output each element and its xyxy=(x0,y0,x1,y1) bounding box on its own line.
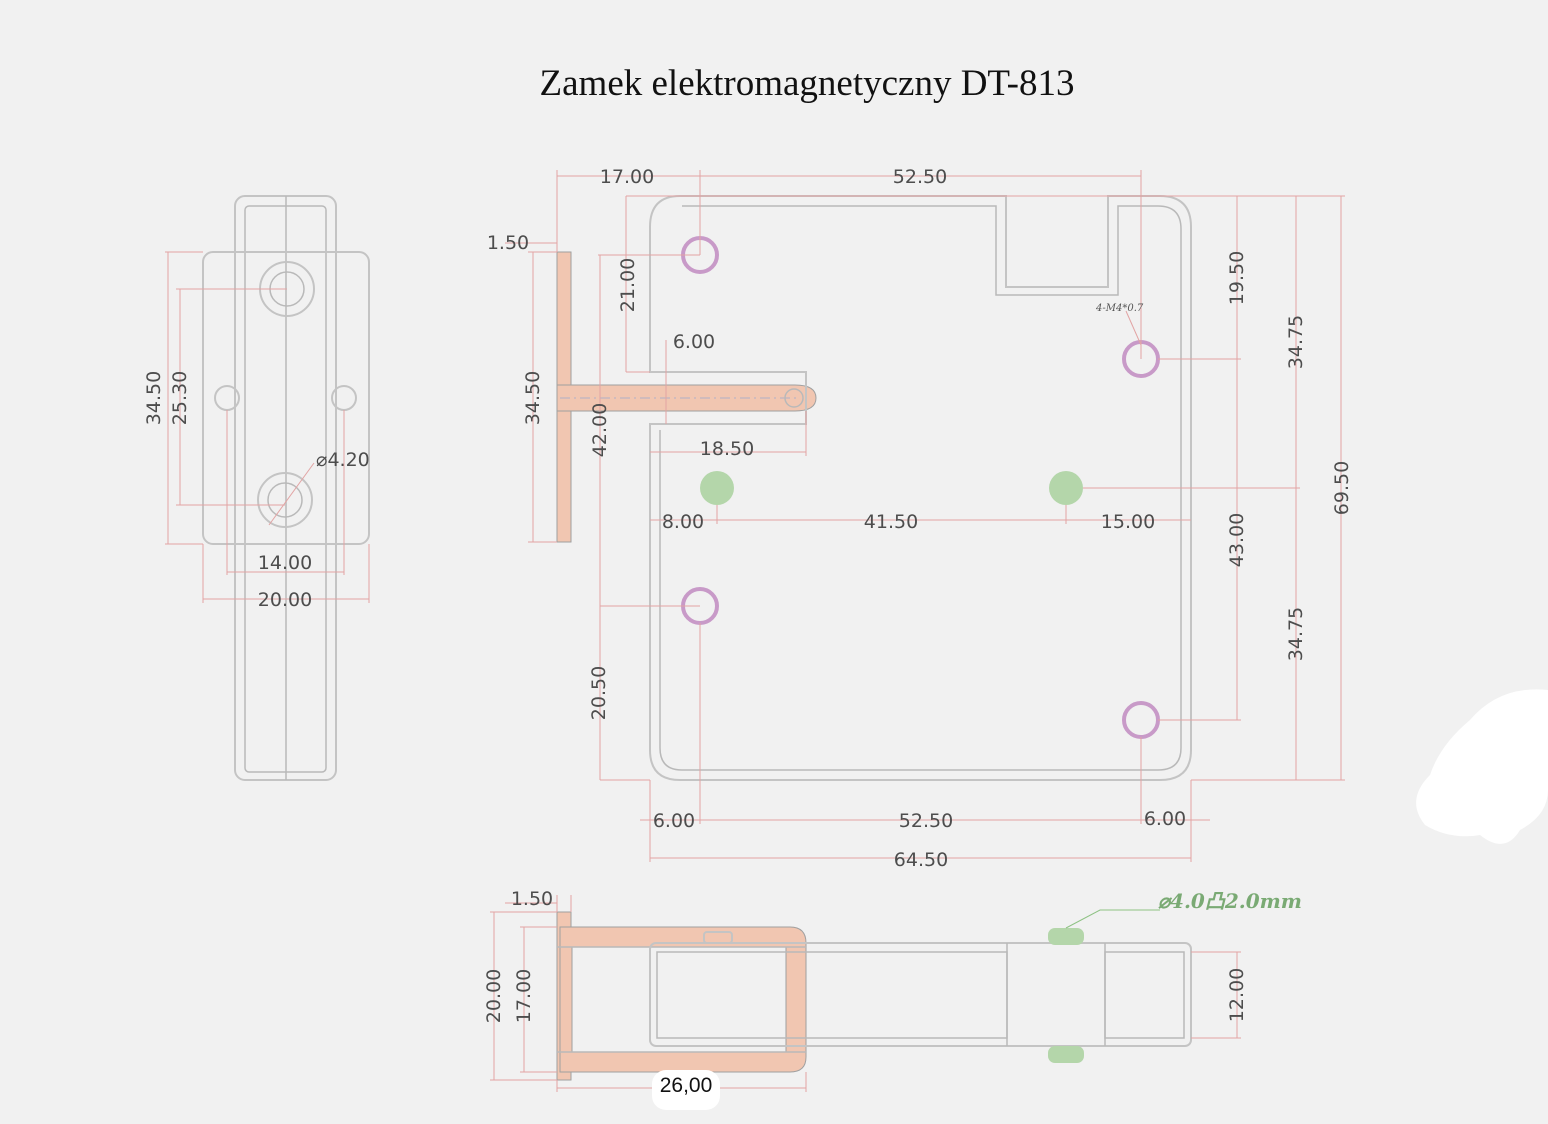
front-dim-top-left: 17.00 xyxy=(600,166,654,188)
front-thread-callout: 4-M4*0.7 xyxy=(1095,303,1144,314)
front-dim-bottom-right: 6.00 xyxy=(1144,808,1186,830)
bottom-view-peg-top xyxy=(1048,928,1084,945)
bottom-dim-inner-height: 17.00 xyxy=(513,969,535,1023)
front-dim-hole-left-bottom: 20.50 xyxy=(588,666,610,720)
bottom-view-peg-bottom xyxy=(1048,1046,1084,1063)
front-dim-bottom-left: 6.00 xyxy=(653,810,695,832)
side-dim-height: 34.50 xyxy=(143,371,165,425)
front-dim-flange-height: 34.50 xyxy=(522,371,544,425)
front-dim-bolt-top: 21.00 xyxy=(617,258,639,312)
front-dim-bolt-height: 6.00 xyxy=(673,331,715,353)
side-dim-diameter: ⌀4.20 xyxy=(316,449,370,471)
front-dim-peg-left: 8.00 xyxy=(662,511,704,533)
bottom-view-bolt-frame xyxy=(559,926,807,1073)
drawing-title: Zamek elektromagnetyczny DT-813 xyxy=(539,63,1075,104)
bottom-dim-body-height: 12.00 xyxy=(1226,968,1248,1022)
front-dim-half-height-bottom: 34.75 xyxy=(1285,607,1307,661)
side-dim-hole-pitch: 25.30 xyxy=(169,371,191,425)
bottom-view-tab xyxy=(703,931,733,944)
front-dim-peg-right: 15.00 xyxy=(1101,511,1155,533)
front-dim-top-holes: 52.50 xyxy=(893,166,947,188)
front-dim-half-height-top: 34.75 xyxy=(1285,315,1307,369)
front-view-housing xyxy=(649,195,1192,781)
front-dim-bolt-offset: 42.00 xyxy=(589,403,611,457)
front-mount-hole-bottom-right xyxy=(1122,701,1160,739)
front-peg-left xyxy=(700,471,734,505)
side-view-hole-bottom xyxy=(257,472,313,528)
front-peg-right xyxy=(1049,471,1083,505)
front-dim-hole-vertical: 43.00 xyxy=(1226,513,1248,567)
bottom-view-body xyxy=(649,942,1192,1047)
bottom-dim-flange: 1.50 xyxy=(511,888,553,910)
bottom-dim-bolt-travel: 26,00 xyxy=(660,1074,713,1097)
front-dim-bolt-length: 18.50 xyxy=(700,438,754,460)
side-view-mount-plate xyxy=(202,251,370,545)
front-dim-flange: 1.50 xyxy=(487,232,529,254)
front-dim-hole-right-top: 19.50 xyxy=(1226,251,1248,305)
front-view: 17.00 52.50 1.50 21.00 6.00 34.50 42.00 … xyxy=(487,166,1353,871)
front-dim-total-height: 69.50 xyxy=(1331,461,1353,515)
bottom-peg-callout: ⌀4.0凸2.0mm xyxy=(1158,889,1302,913)
white-blob xyxy=(1416,689,1548,844)
front-dim-bottom-holes: 52.50 xyxy=(899,810,953,832)
front-dim-total-width: 64.50 xyxy=(894,849,948,871)
bottom-dim-outer-height: 20.00 xyxy=(483,969,505,1023)
side-view: 34.50 25.30 ⌀4.20 14.00 20.00 xyxy=(143,195,370,781)
front-dim-peg-pitch: 41.50 xyxy=(864,511,918,533)
side-dim-width: 20.00 xyxy=(258,589,312,611)
bottom-view: 1.50 ⌀4.0凸2.0mm 20.00 17.00 12.00 26,00 xyxy=(483,888,1302,1110)
side-dim-hole-spacing: 14.00 xyxy=(258,552,312,574)
